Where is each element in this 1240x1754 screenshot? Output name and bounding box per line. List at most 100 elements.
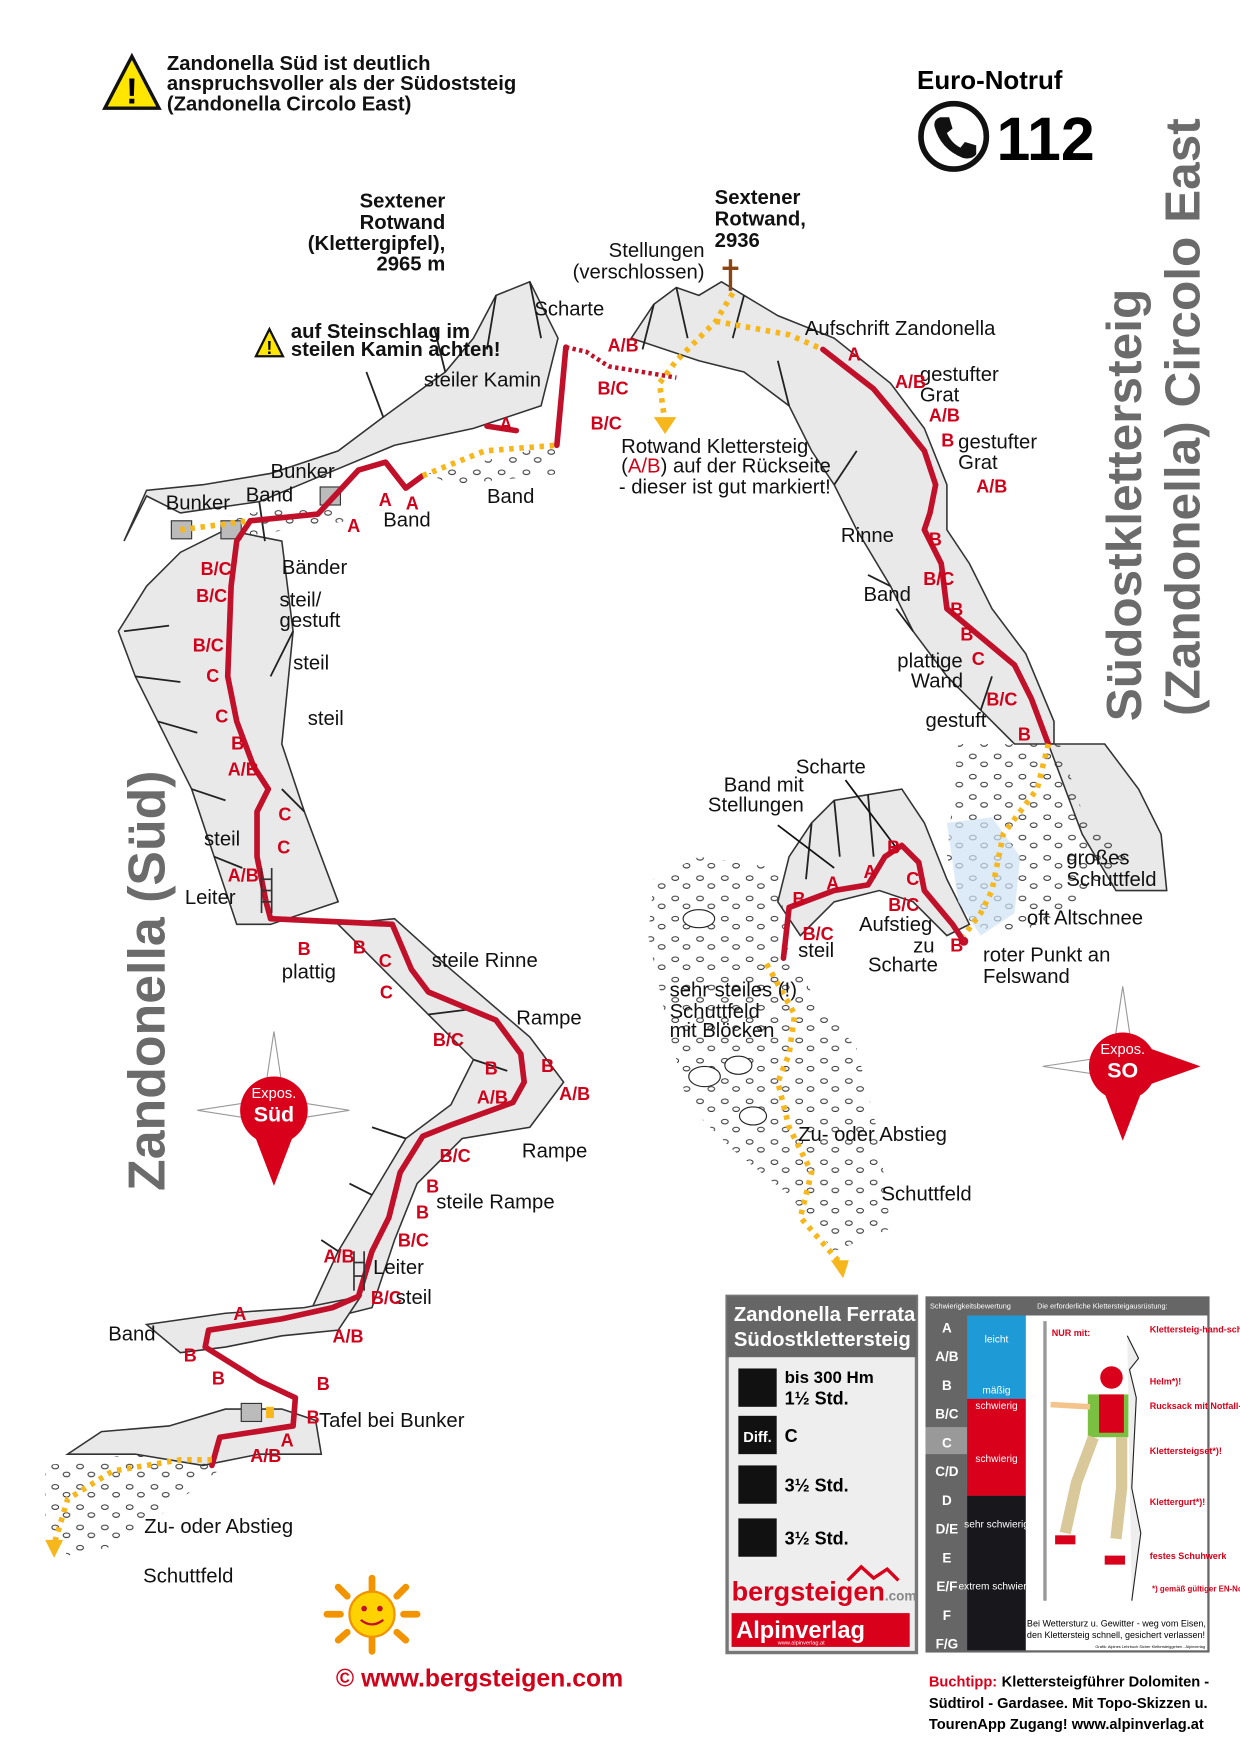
scale-grade: B/C: [935, 1407, 959, 1422]
grade-label: B: [426, 1177, 439, 1197]
grade-label: A/B: [976, 477, 1007, 497]
compass-so: Expos. SO: [1042, 986, 1201, 1141]
map-label: plattige: [897, 650, 962, 672]
grade-label: B/C: [923, 569, 954, 589]
grade-label: A/B: [324, 1247, 355, 1267]
equipment-item: festes Schuhwerk: [1150, 1551, 1228, 1561]
map-label: steile Rinne: [432, 950, 538, 972]
map-label: Sextener: [715, 187, 801, 209]
grade-label: A/B: [929, 406, 960, 426]
grade-label: B: [212, 1368, 225, 1388]
warning-line: (Zandonella Circolo East): [167, 93, 412, 115]
map-label: Grat: [958, 452, 998, 474]
grade-label: B: [298, 939, 311, 959]
map-label: großes: [1066, 848, 1129, 870]
graphic-credit: Grafik: Alpines Lehrbuch Sicher Kletters…: [1095, 1644, 1205, 1649]
svg-text:!: !: [266, 338, 272, 358]
level-label: schwierig: [975, 1454, 1017, 1465]
compass-direction: Süd: [254, 1103, 294, 1127]
scale-grade: F/G: [936, 1637, 959, 1652]
grade-label: A: [406, 494, 419, 514]
scale-grade: C/D: [935, 1464, 959, 1479]
grade-label: A/B: [228, 866, 259, 886]
compass-label: Expos.: [252, 1086, 297, 1102]
grade-label: A/B: [559, 1084, 590, 1104]
map-label: steil: [396, 1287, 432, 1309]
map-label: (A/B) auf der Rückseite: [621, 455, 831, 477]
copyright-link[interactable]: © www.bergsteigen.com: [336, 1665, 623, 1692]
map-label: Rampe: [522, 1141, 587, 1163]
map-label: Bunker: [166, 493, 231, 515]
grade-label: B/C: [986, 690, 1017, 710]
grade-label: C: [278, 805, 291, 825]
map-label: Rotwand: [360, 212, 446, 234]
grade-label: B: [231, 734, 244, 754]
map-label: plattig: [282, 961, 336, 983]
mountain-logo-icon: [846, 1564, 900, 1582]
book-tip-text: Südtirol - Gardasee. Mit Topo-Skizzen u.: [929, 1696, 1208, 1712]
grade-label: A/B: [895, 372, 926, 392]
map-label: (verschlossen): [573, 261, 705, 283]
map-label: sehr steiles (!): [670, 979, 797, 1001]
level-label: mäßig: [982, 1385, 1010, 1396]
bergsteigen-logo: bergsteigen.com: [732, 1577, 917, 1607]
info-title: Zandonella Ferrata /: [734, 1304, 927, 1326]
map-label: Rinne: [841, 525, 894, 547]
grade-label: B: [792, 889, 805, 909]
map-label: 2965 m: [376, 254, 445, 276]
grade-label: C: [972, 649, 985, 669]
warning-icon: [102, 52, 162, 110]
summit-cross-icon: [722, 259, 739, 291]
map-label: Band: [246, 485, 293, 507]
grade-label: B/C: [193, 636, 224, 656]
map-label: steil: [204, 828, 240, 850]
ascent-icon: [738, 1465, 777, 1504]
grade-label: A/B: [228, 760, 259, 780]
scale-grade: A/B: [935, 1349, 959, 1364]
scale-grade: C: [942, 1435, 952, 1450]
map-label: 2936: [715, 230, 760, 252]
grade-label: B/C: [597, 379, 628, 399]
map-label: Schuttfeld: [1066, 869, 1156, 891]
grade-label: A: [347, 516, 360, 536]
grade-label: B/C: [371, 1288, 402, 1308]
grade-label: B/C: [433, 1030, 464, 1050]
svg-text:Buchtipp:Klettersteigführer Do: Buchtipp:Klettersteigführer Dolomiten -: [929, 1674, 1209, 1690]
level-label: leicht: [985, 1335, 1009, 1346]
route-zandonella-sued: [45, 344, 677, 1558]
map-label: Wand: [911, 671, 963, 693]
map-label: - dieser ist gut markiert!: [619, 477, 831, 499]
map-label: Scharte: [534, 299, 604, 321]
difficulty-scale: Schwierigkeitsbewertung Die erforderlich…: [925, 1296, 1240, 1653]
grade-label: A/B: [477, 1088, 508, 1108]
grade-label: A/B: [250, 1446, 281, 1466]
alpinverlag-logo: [731, 1613, 910, 1647]
phone-icon: [918, 100, 990, 172]
grade-label: A: [499, 415, 512, 435]
map-label: Zu- oder Abstieg: [798, 1124, 947, 1146]
map-label: Aufschrift Zandonella: [805, 318, 996, 340]
weather-note: den Klettersteig schnell, gesichert verl…: [1027, 1630, 1205, 1640]
map-label: steil/: [280, 589, 322, 611]
scale-grade: B: [942, 1378, 952, 1393]
only-with-label: NUR mit:: [1052, 1328, 1091, 1338]
grade-label: B/C: [201, 559, 232, 579]
scale-grade: A: [942, 1320, 952, 1335]
map-label: steile Rampe: [436, 1191, 554, 1213]
equipment-header: Die erforderliche Klettersteigausrüstung…: [1037, 1302, 1167, 1311]
diff-label: Diff.: [743, 1430, 771, 1446]
equipment-item: Helm*)!: [1150, 1376, 1182, 1386]
grade-label: B: [960, 624, 973, 644]
map-label: Tafel bei Bunker: [319, 1410, 465, 1432]
map-label: Stellungen: [708, 795, 804, 817]
info-difficulty: C: [785, 1426, 798, 1446]
compass-label: Expos.: [1100, 1042, 1145, 1058]
book-tip-text[interactable]: TourenApp Zugang! www.alpinverlag.at: [929, 1717, 1204, 1733]
grade-label: A: [863, 862, 876, 882]
arrow-icon: [830, 1260, 849, 1279]
grade-label: B: [541, 1056, 554, 1076]
book-tip: Buchtipp:Klettersteigführer Dolomiten - …: [929, 1674, 1209, 1733]
ladder-icon: [260, 867, 365, 1291]
